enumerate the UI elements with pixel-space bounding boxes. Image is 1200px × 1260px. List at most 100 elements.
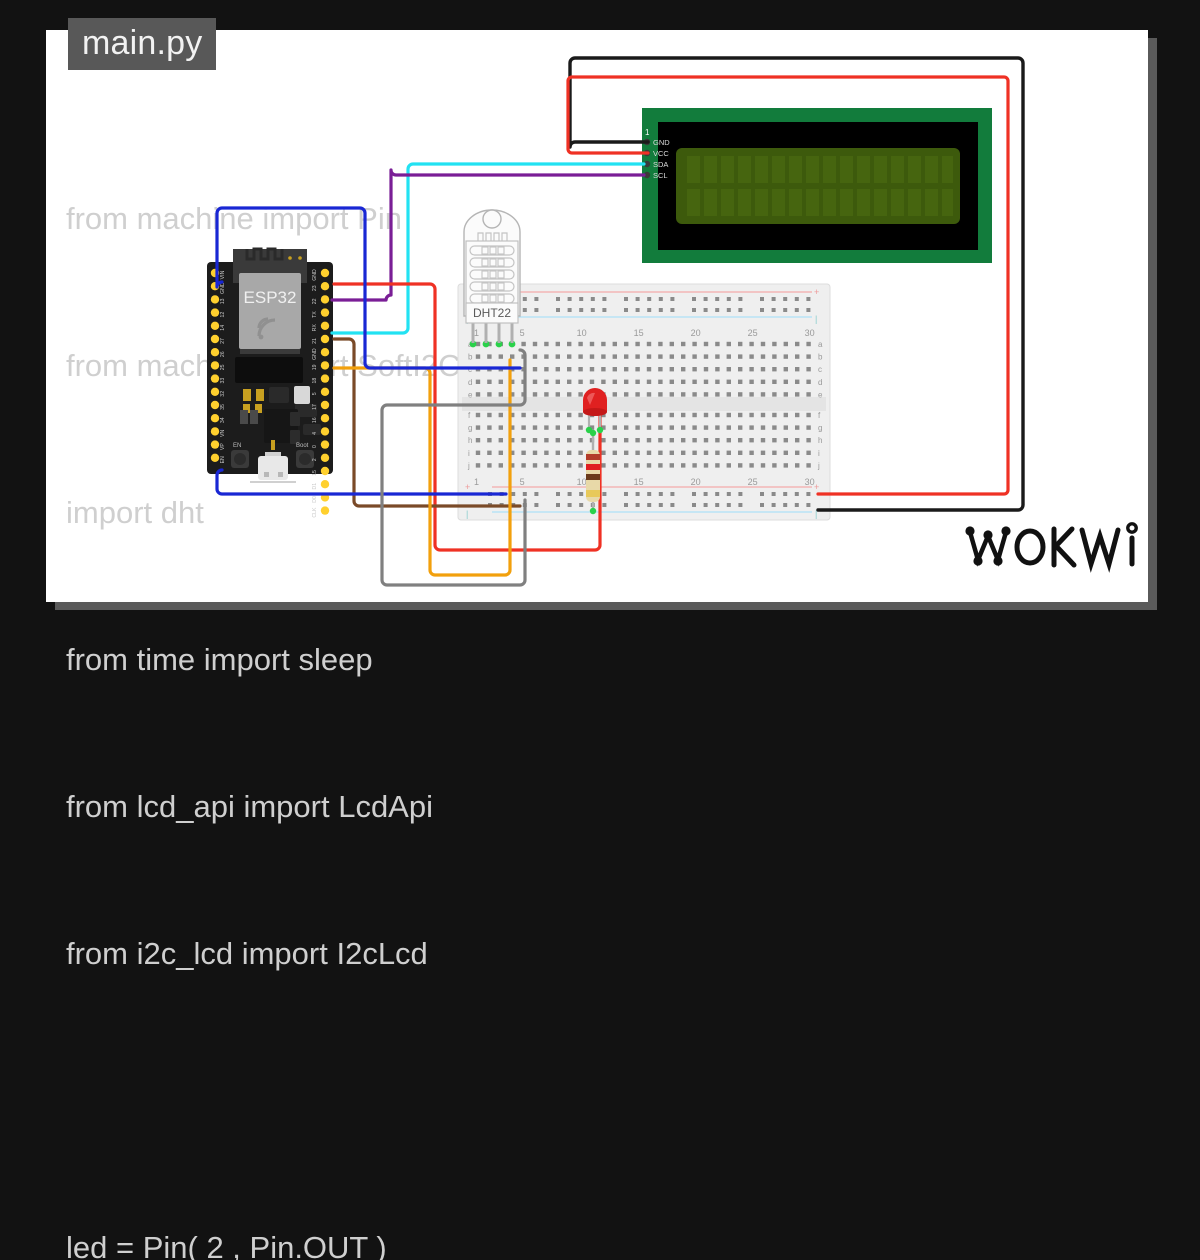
code-line: import dht bbox=[66, 495, 204, 530]
resistor[interactable] bbox=[586, 429, 600, 515]
rail-minus-label: | bbox=[815, 314, 817, 324]
wire-lcd-scl-purple[interactable] bbox=[330, 168, 646, 302]
lcd-pin-label-scl: SCL bbox=[653, 171, 668, 180]
svg-text:VIN: VIN bbox=[220, 270, 226, 279]
svg-text:RX: RX bbox=[312, 324, 318, 332]
svg-text:34: 34 bbox=[220, 417, 226, 423]
dht22-grill-holes bbox=[481, 246, 505, 303]
breadboard-rail-holes-top bbox=[488, 297, 811, 312]
svg-text:25: 25 bbox=[220, 364, 226, 370]
svg-text:h: h bbox=[818, 436, 822, 445]
wire-lcd-vcc-red[interactable] bbox=[566, 75, 1010, 496]
svg-text:5: 5 bbox=[520, 477, 525, 487]
wokwi-i-dot bbox=[1126, 522, 1138, 534]
svg-text:GND: GND bbox=[312, 269, 318, 281]
svg-text:18: 18 bbox=[312, 378, 318, 384]
dht22-label: DHT22 bbox=[473, 306, 511, 320]
rail-minus-label: | bbox=[815, 509, 817, 519]
svg-text:5: 5 bbox=[312, 392, 318, 395]
svg-text:15: 15 bbox=[312, 470, 318, 476]
svg-text:D0: D0 bbox=[312, 496, 318, 503]
svg-text:GND: GND bbox=[220, 282, 226, 294]
breadboard-rail-holes-bottom bbox=[488, 492, 811, 507]
svg-text:32: 32 bbox=[220, 391, 226, 397]
svg-text:1: 1 bbox=[474, 328, 479, 338]
svg-text:i: i bbox=[468, 449, 470, 458]
wokwi-nodes bbox=[965, 526, 1011, 566]
svg-text:b: b bbox=[818, 353, 823, 362]
svg-text:GND: GND bbox=[312, 348, 318, 360]
svg-text:0: 0 bbox=[312, 445, 318, 448]
wire-dht-vcc-blue[interactable] bbox=[215, 206, 522, 370]
esp32-left-pins[interactable] bbox=[210, 268, 220, 462]
svg-text:20: 20 bbox=[691, 328, 701, 338]
wire-esp32-gnd-brown[interactable] bbox=[332, 337, 522, 508]
lcd-pin-label-gnd: GND bbox=[653, 138, 670, 147]
wire-lcd-gnd-black[interactable] bbox=[568, 56, 1025, 512]
svg-text:33: 33 bbox=[220, 378, 226, 384]
code-line: from i2c_lcd import I2cLcd bbox=[66, 936, 428, 971]
breadboard-holes-bottom[interactable] bbox=[475, 412, 811, 468]
svg-text:15: 15 bbox=[634, 328, 644, 338]
components-layer: 1 GND VCC SDA SCL + + | | bbox=[207, 108, 992, 521]
breadboard-row-labels: aabbccddeeffgghhiijj bbox=[467, 340, 823, 470]
wires-layer bbox=[215, 56, 1025, 587]
lcd-pin-label-sda: SDA bbox=[653, 160, 668, 169]
lcd-pin1-label: 1 bbox=[645, 128, 650, 137]
svg-text:g: g bbox=[818, 424, 822, 433]
svg-text:VN: VN bbox=[220, 430, 226, 437]
svg-text:f: f bbox=[818, 411, 821, 420]
code-line: led = Pin( 2 , Pin.OUT ) bbox=[66, 1230, 387, 1260]
svg-text:4: 4 bbox=[312, 432, 318, 435]
svg-text:h: h bbox=[468, 436, 472, 445]
wire-esp32-power-blue[interactable] bbox=[215, 468, 508, 496]
svg-text:VP: VP bbox=[220, 443, 226, 450]
svg-text:j: j bbox=[467, 461, 470, 470]
esp32-board[interactable]: ESP32 EN Boot bbox=[207, 247, 333, 518]
svg-text:c: c bbox=[468, 365, 472, 374]
svg-text:2: 2 bbox=[312, 458, 318, 461]
svg-text:f: f bbox=[468, 411, 471, 420]
svg-text:d: d bbox=[818, 378, 822, 387]
svg-text:14: 14 bbox=[220, 325, 226, 331]
svg-text:17: 17 bbox=[312, 404, 318, 410]
esp32-boot-silk: Boot bbox=[296, 443, 309, 449]
svg-text:30: 30 bbox=[805, 477, 815, 487]
svg-text:22: 22 bbox=[312, 298, 318, 304]
wifi-icon bbox=[257, 317, 276, 340]
code-line: from lcd_api import LcdApi bbox=[66, 789, 433, 824]
svg-text:23: 23 bbox=[312, 285, 318, 291]
svg-text:d: d bbox=[468, 378, 472, 387]
file-tab[interactable]: main.py bbox=[68, 18, 217, 70]
svg-text:a: a bbox=[818, 340, 823, 349]
dht22-sensor[interactable]: DHT22 bbox=[463, 209, 521, 343]
lcd-display[interactable]: 1 GND VCC SDA SCL bbox=[642, 108, 992, 263]
svg-text:b: b bbox=[468, 353, 473, 362]
svg-text:10: 10 bbox=[577, 477, 587, 487]
svg-text:35: 35 bbox=[220, 404, 226, 410]
rail-plus-label: + bbox=[814, 287, 819, 297]
wokwi-logo bbox=[965, 522, 1138, 573]
svg-text:5: 5 bbox=[520, 328, 525, 338]
code-line bbox=[66, 1076, 626, 1125]
wire-lcd-sda-cyan[interactable] bbox=[330, 162, 646, 335]
rail-plus-label: + bbox=[814, 482, 819, 492]
svg-text:e: e bbox=[468, 390, 473, 399]
rail-plus-label: + bbox=[465, 482, 470, 492]
wire-esp32-23-red[interactable] bbox=[332, 282, 602, 552]
svg-text:20: 20 bbox=[691, 477, 701, 487]
rail-minus-label: | bbox=[466, 509, 468, 519]
wokwi-diagram-stage: from machine import Pin from machine imp… bbox=[46, 18, 1157, 1260]
breadboard[interactable]: + + | | + + | | aabbccddeeffgghhiijj 115… bbox=[457, 283, 831, 521]
led-red[interactable] bbox=[583, 388, 607, 434]
svg-text:25: 25 bbox=[748, 328, 758, 338]
code-line: from time import sleep bbox=[66, 642, 373, 677]
svg-text:j: j bbox=[817, 461, 820, 470]
svg-text:13: 13 bbox=[220, 298, 226, 304]
svg-text:1: 1 bbox=[474, 477, 479, 487]
esp32-right-pins[interactable] bbox=[320, 268, 330, 515]
wire-gnd-gray[interactable] bbox=[380, 348, 527, 587]
esp32-en-silk: EN bbox=[233, 443, 241, 449]
